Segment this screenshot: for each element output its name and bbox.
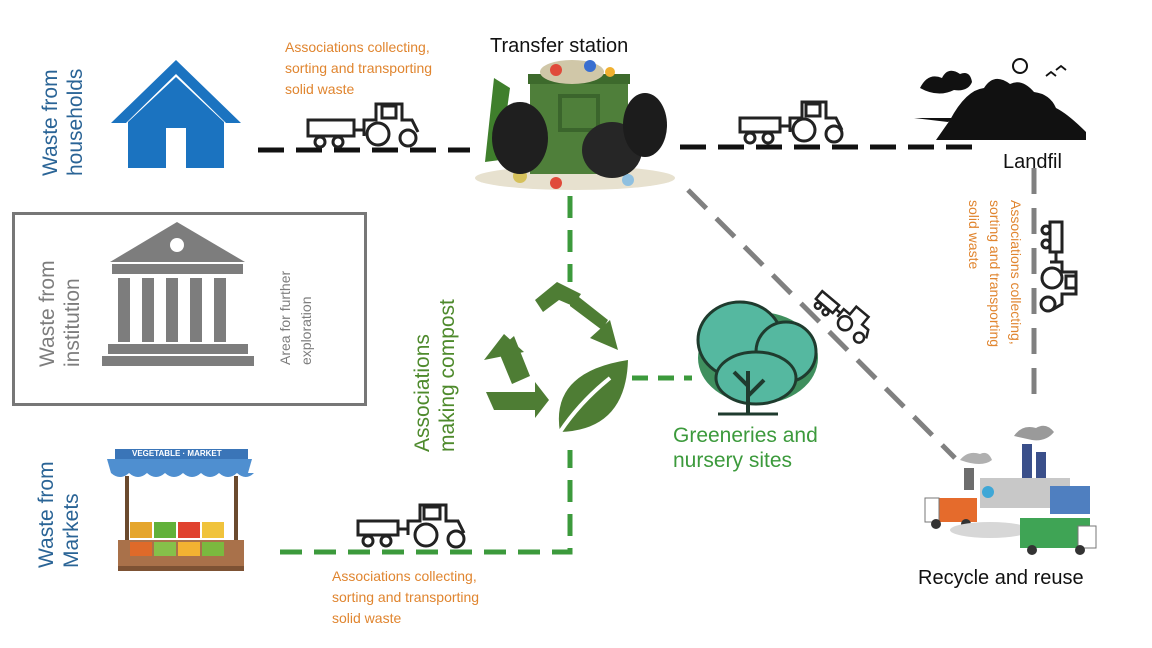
greenery-tree-icon [696,300,818,416]
compost-label-line-2: making compost [436,299,459,452]
institution-building-icon [102,222,254,366]
greeneries-label: Greeneries and nursery sites [673,423,818,473]
markets-label-line-1: Waste from [35,461,58,568]
collector-note-top: Associations collecting, sorting and tra… [285,37,432,100]
households-label-line-1: Waste from [39,69,62,176]
recycle-compost-icon [484,282,628,434]
greeneries-label-line-2: nursery sites [673,449,793,472]
flow-lines [258,144,1037,555]
households-label-line-2: households [64,68,87,176]
institution-note: Area for further exploration [275,271,317,365]
markets-label-line-2: Markets [60,493,83,568]
line-transfer-to-recycle [686,188,957,460]
compost-label: Associations making compost [410,299,460,452]
institution-frame [12,212,367,406]
households-label: Waste from households [38,69,88,176]
collector-note-bottom: Associations collecting, sorting and tra… [332,566,479,629]
institution-label: Waste from institution [35,260,85,367]
collector-note-top-line-3: solid waste [285,81,355,97]
institution-note-line-2: exploration [298,296,314,366]
landfill-label: Landfil [1003,151,1062,173]
tractor-icon-diagonal [813,289,871,344]
institution-note-line-1: Area for further [277,270,293,365]
markets-label: Waste from Markets [34,461,84,568]
collector-note-bottom-line-3: solid waste [332,610,402,626]
house-icon [111,60,241,168]
collector-note-bottom-line-2: sorting and transporting [332,589,480,605]
collector-note-top-line-1: Associations collecting, [285,39,430,55]
compost-label-line-1: Associations [411,334,434,452]
market-sign-text: VEGETABLE · MARKET [132,449,222,458]
tractor-icon-bottom [356,503,466,549]
market-stall-icon [107,449,254,571]
recycling-factory-icon [924,425,1097,555]
collector-note-right-line-3: solid waste [966,200,982,270]
collector-note-right: Associations collecting, sorting and tra… [963,200,1026,347]
greeneries-label-line-1: Greeneries and [673,424,818,447]
tractor-icon-right-vertical [1039,220,1078,313]
landfill-icon [914,58,1086,140]
collector-note-top-line-2: sorting and transporting [285,60,433,76]
institution-label-line-2: institution [61,278,84,367]
collector-note-bottom-line-1: Associations collecting, [332,568,477,584]
institution-label-line-1: Waste from [36,260,59,367]
collector-note-right-line-2: sorting and transporting [987,200,1003,348]
transfer-station-bin-icon [475,60,675,190]
tractor-icon-right-top [738,100,844,145]
line-markets-to-compost [280,450,573,555]
transfer-station-label: Transfer station [490,35,629,57]
collector-note-right-line-1: Associations collecting, [1008,200,1024,345]
recycle-label: Recycle and reuse [918,567,1084,589]
tractor-icon-top [306,102,420,149]
